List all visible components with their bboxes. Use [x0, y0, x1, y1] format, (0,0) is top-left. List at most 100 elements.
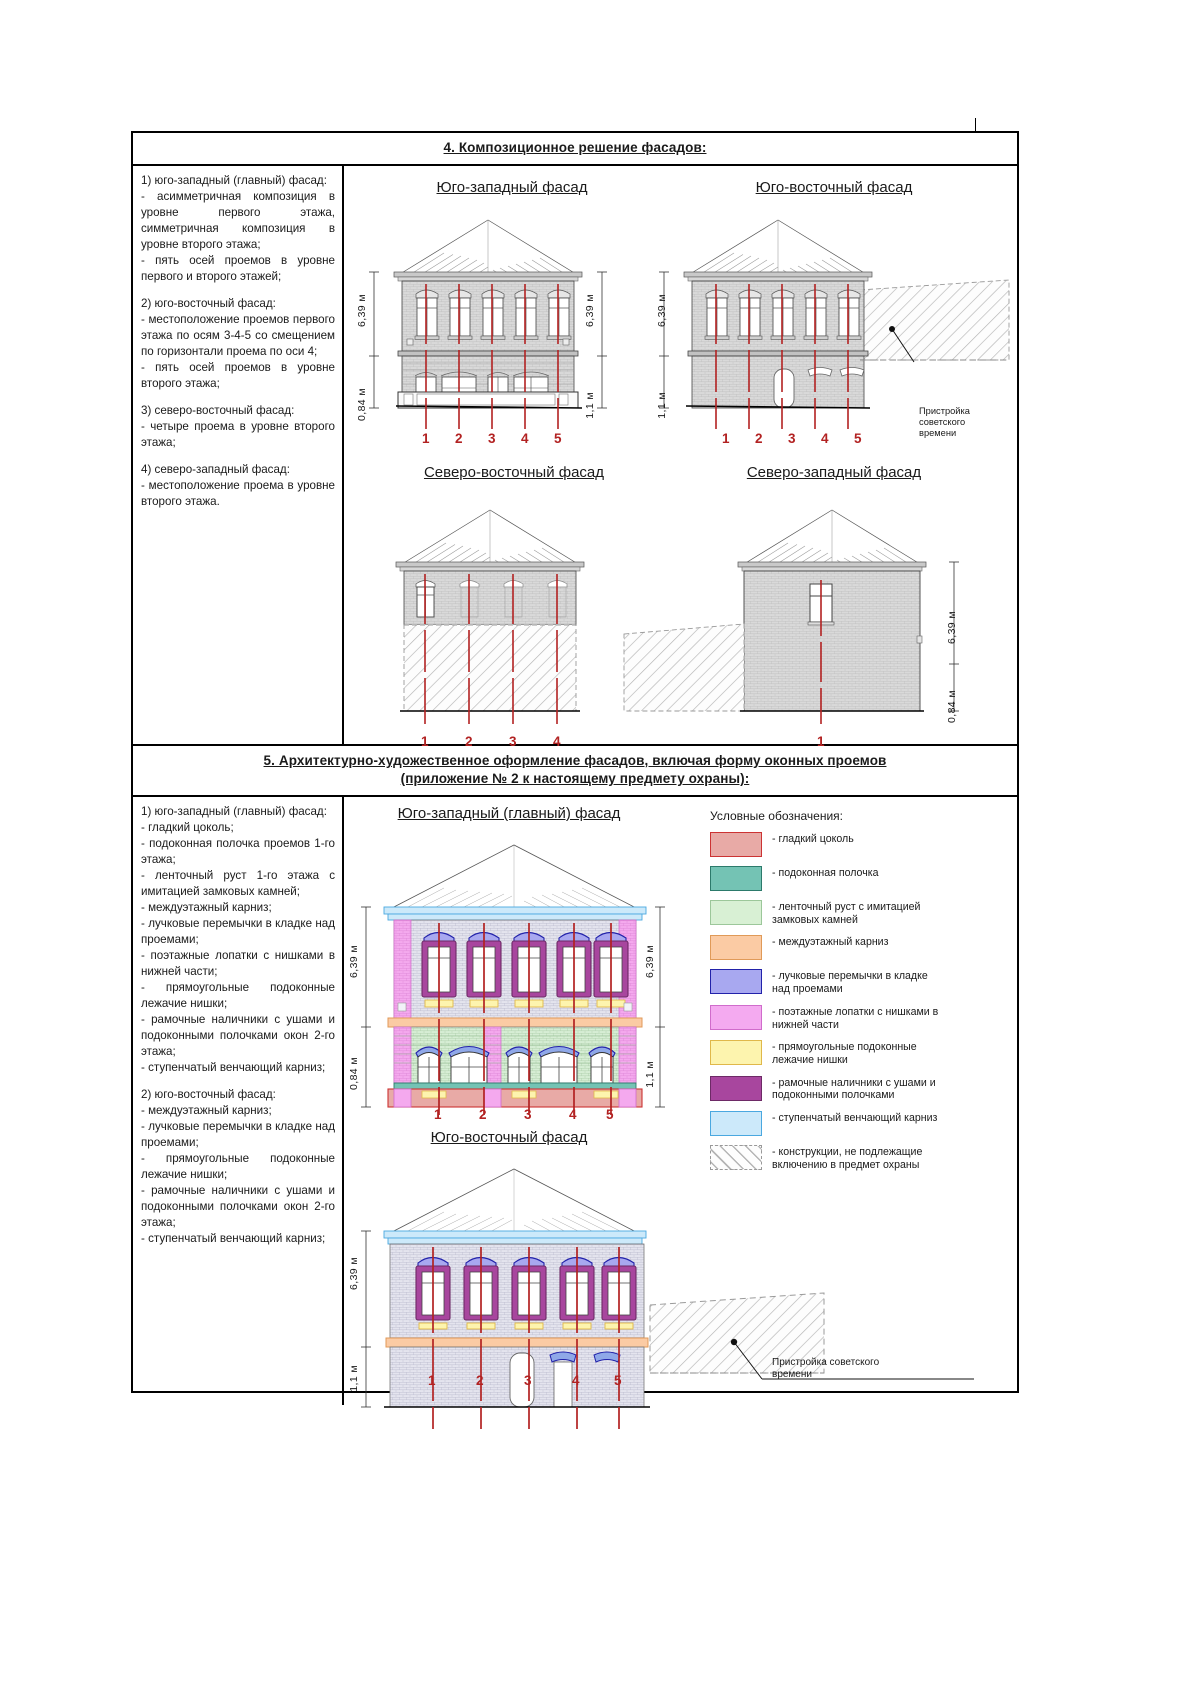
- section-5-paragraph-1: 1) юго-западный (главный) фасад: - гладк…: [141, 805, 335, 1074]
- legend-swatch: [710, 866, 762, 891]
- section-4-body: 1) юго-западный (главный) фасад: - асимм…: [133, 166, 1017, 749]
- axis-number-ne-1: 1: [421, 734, 429, 749]
- facade-drawing-ne: [395, 509, 585, 724]
- facade-drawing-se-color: [361, 1168, 974, 1429]
- legend-label: - поэтажные лопатки с нишками в нижней ч…: [772, 1005, 939, 1031]
- axis-number-swc-3: 3: [524, 1107, 532, 1122]
- facade-title-sw: Юго-западный фасад: [436, 179, 588, 196]
- legend-title: Условные обозначения:: [710, 809, 843, 823]
- dim-sw-right-bottom: 1,1 м: [584, 392, 596, 419]
- axis-number-sec-3: 3: [524, 1373, 532, 1388]
- dim-sw-color-left-top: 6,39 м: [348, 945, 360, 978]
- legend-item: - ленточный руст с имитацией замковых ка…: [710, 900, 995, 926]
- dim-sw-right-top: 6,39 м: [584, 294, 596, 327]
- section-4-heading-text: 4. Композиционное решение фасадов:: [443, 140, 707, 155]
- axis-number-sw-1: 1: [422, 431, 430, 446]
- legend-label: - междуэтажный карниз: [772, 936, 889, 949]
- legend-item: - лучковые перемычки в кладке над проема…: [710, 969, 995, 995]
- facade-title-nw: Северо-западный фасад: [746, 464, 922, 481]
- legend-label: - гладкий цоколь: [772, 833, 854, 845]
- section-4-paragraph-1: 1) юго-западный (главный) фасад: - асимм…: [141, 174, 335, 283]
- axis-number-sw-3: 3: [488, 431, 496, 446]
- axis-number-sw-4: 4: [521, 431, 529, 446]
- axis-number-sec-2: 2: [476, 1373, 484, 1388]
- legend-item: - гладкий цоколь: [710, 832, 995, 857]
- section-5-figure-column: Юго-западный (главный) фасад: [344, 797, 1017, 1429]
- axis-number-nw-1: 1: [817, 734, 825, 749]
- dim-se-color-left-top: 6,39 м: [348, 1257, 360, 1290]
- legend-item: - подоконная полочка: [710, 866, 995, 891]
- axis-number-sw-2: 2: [455, 431, 463, 446]
- dim-sw-left-bottom: 0,84 м: [356, 388, 368, 421]
- dim-sw-color-right-bottom: 1,1 м: [644, 1061, 656, 1088]
- axis-number-ne-2: 2: [465, 734, 473, 749]
- legend-label: - прямоугольные подоконные лежачие нишки: [772, 1041, 917, 1066]
- facade-title-se-color: Юго-восточный фасад: [430, 1129, 588, 1146]
- section-4-paragraph-2: 2) юго-восточный фасад: - местоположение…: [141, 296, 335, 390]
- section-4-text-column: 1) юго-западный (главный) фасад: - асимм…: [133, 166, 344, 744]
- section-5-heading-line-1: 5. Архитектурно-художественное оформлени…: [263, 753, 887, 768]
- section-4-figure-column: Юго-западный фасад: [344, 166, 1017, 749]
- facade-drawing-sw-color: [361, 844, 665, 1115]
- facade-title-ne: Северо-восточный фасад: [423, 464, 605, 481]
- legend-label: - конструкции, не подлежащие включению в…: [772, 1146, 923, 1171]
- facade-title-se: Юго-восточный фасад: [755, 179, 913, 196]
- dim-sw-color-left-bottom: 0,84 м: [348, 1057, 360, 1090]
- dim-se-color-left-bottom: 1,1 м: [348, 1365, 360, 1392]
- axis-number-se-1: 1: [722, 431, 730, 446]
- axis-number-se-4: 4: [821, 431, 829, 446]
- legend-swatch: [710, 1040, 762, 1066]
- dim-sw-left-top: 6,39 м: [356, 294, 368, 327]
- legend-swatch: [710, 935, 762, 961]
- legend-item: - междуэтажный карниз: [710, 935, 995, 961]
- axis-number-se-5: 5: [854, 431, 862, 446]
- legend-swatch: [710, 969, 762, 995]
- section-5-body: 1) юго-западный (главный) фасад: - гладк…: [133, 797, 1017, 1429]
- legend-swatch: [710, 1075, 762, 1101]
- dim-se-left-top: 6,39 м: [656, 294, 668, 327]
- axis-number-sec-4: 4: [572, 1373, 580, 1388]
- dim-nw-right-bottom: 0,84 м: [946, 690, 958, 723]
- legend-swatch: [710, 832, 762, 857]
- dim-sw-color-right-top: 6,39 м: [644, 945, 656, 978]
- facade-drawing-se: [659, 219, 1010, 429]
- facade-drawing-nw: [623, 509, 959, 724]
- legend-rows: - гладкий цоколь - подоконная полочка - ле…: [710, 832, 995, 1171]
- axis-number-sec-1: 1: [428, 1373, 436, 1388]
- legend-swatch: [710, 1145, 762, 1171]
- document-table: 4. Композиционное решение фасадов: 1) юг…: [131, 131, 1019, 1429]
- legend-swatch: [710, 1111, 762, 1137]
- callout-soviet-annexe-sec: Пристройка советского времени: [772, 1357, 880, 1380]
- axis-number-swc-5: 5: [606, 1107, 614, 1122]
- legend-swatch: [710, 1004, 762, 1030]
- section-4-paragraph-3: 3) северо-восточный фасад: - четыре прое…: [141, 403, 335, 449]
- section-5-heading: 5. Архитектурно-художественное оформлени…: [133, 744, 1017, 797]
- legend-swatch: [710, 900, 762, 925]
- callout-soviet-annexe-se: Пристройка советского времени: [919, 406, 970, 438]
- axis-number-se-2: 2: [755, 431, 763, 446]
- section-5-paragraph-2: 2) юго-восточный фасад: - междуэтажный к…: [141, 1087, 335, 1245]
- legend-label: - рамочные наличники с ушами и подоконны…: [772, 1076, 936, 1102]
- facade-title-sw-color: Юго-западный (главный) фасад: [397, 805, 621, 822]
- legend-item: - ступенчатый венчающий карниз: [710, 1111, 995, 1137]
- axis-number-sw-5: 5: [554, 431, 562, 446]
- axis-number-swc-1: 1: [434, 1107, 442, 1122]
- crop-mark: [975, 118, 976, 132]
- legend-label: - подоконная полочка: [772, 867, 879, 879]
- axis-number-ne-4: 4: [553, 734, 561, 749]
- legend-item: - конструкции, не подлежащие включению в…: [710, 1145, 995, 1171]
- dim-se-left-bottom: 1,1 м: [656, 392, 668, 419]
- facade-drawing-sw: [369, 219, 607, 429]
- axis-number-swc-4: 4: [569, 1107, 577, 1122]
- legend-label: - ленточный руст с имитацией замковых ка…: [772, 901, 921, 926]
- section-4-paragraph-4: 4) северо-западный фасад: - местоположен…: [141, 462, 335, 508]
- section-4-heading: 4. Композиционное решение фасадов:: [133, 133, 1017, 166]
- legend-label: - ступенчатый венчающий карниз: [772, 1112, 938, 1125]
- axis-number-sec-5: 5: [614, 1373, 622, 1388]
- legend-item: - рамочные наличники с ушами и подоконны…: [710, 1075, 995, 1102]
- axis-number-swc-2: 2: [479, 1107, 487, 1122]
- legend-item: - поэтажные лопатки с нишками в нижней ч…: [710, 1004, 995, 1031]
- axis-number-ne-3: 3: [509, 734, 517, 749]
- dim-nw-right-top: 6,39 м: [946, 611, 958, 644]
